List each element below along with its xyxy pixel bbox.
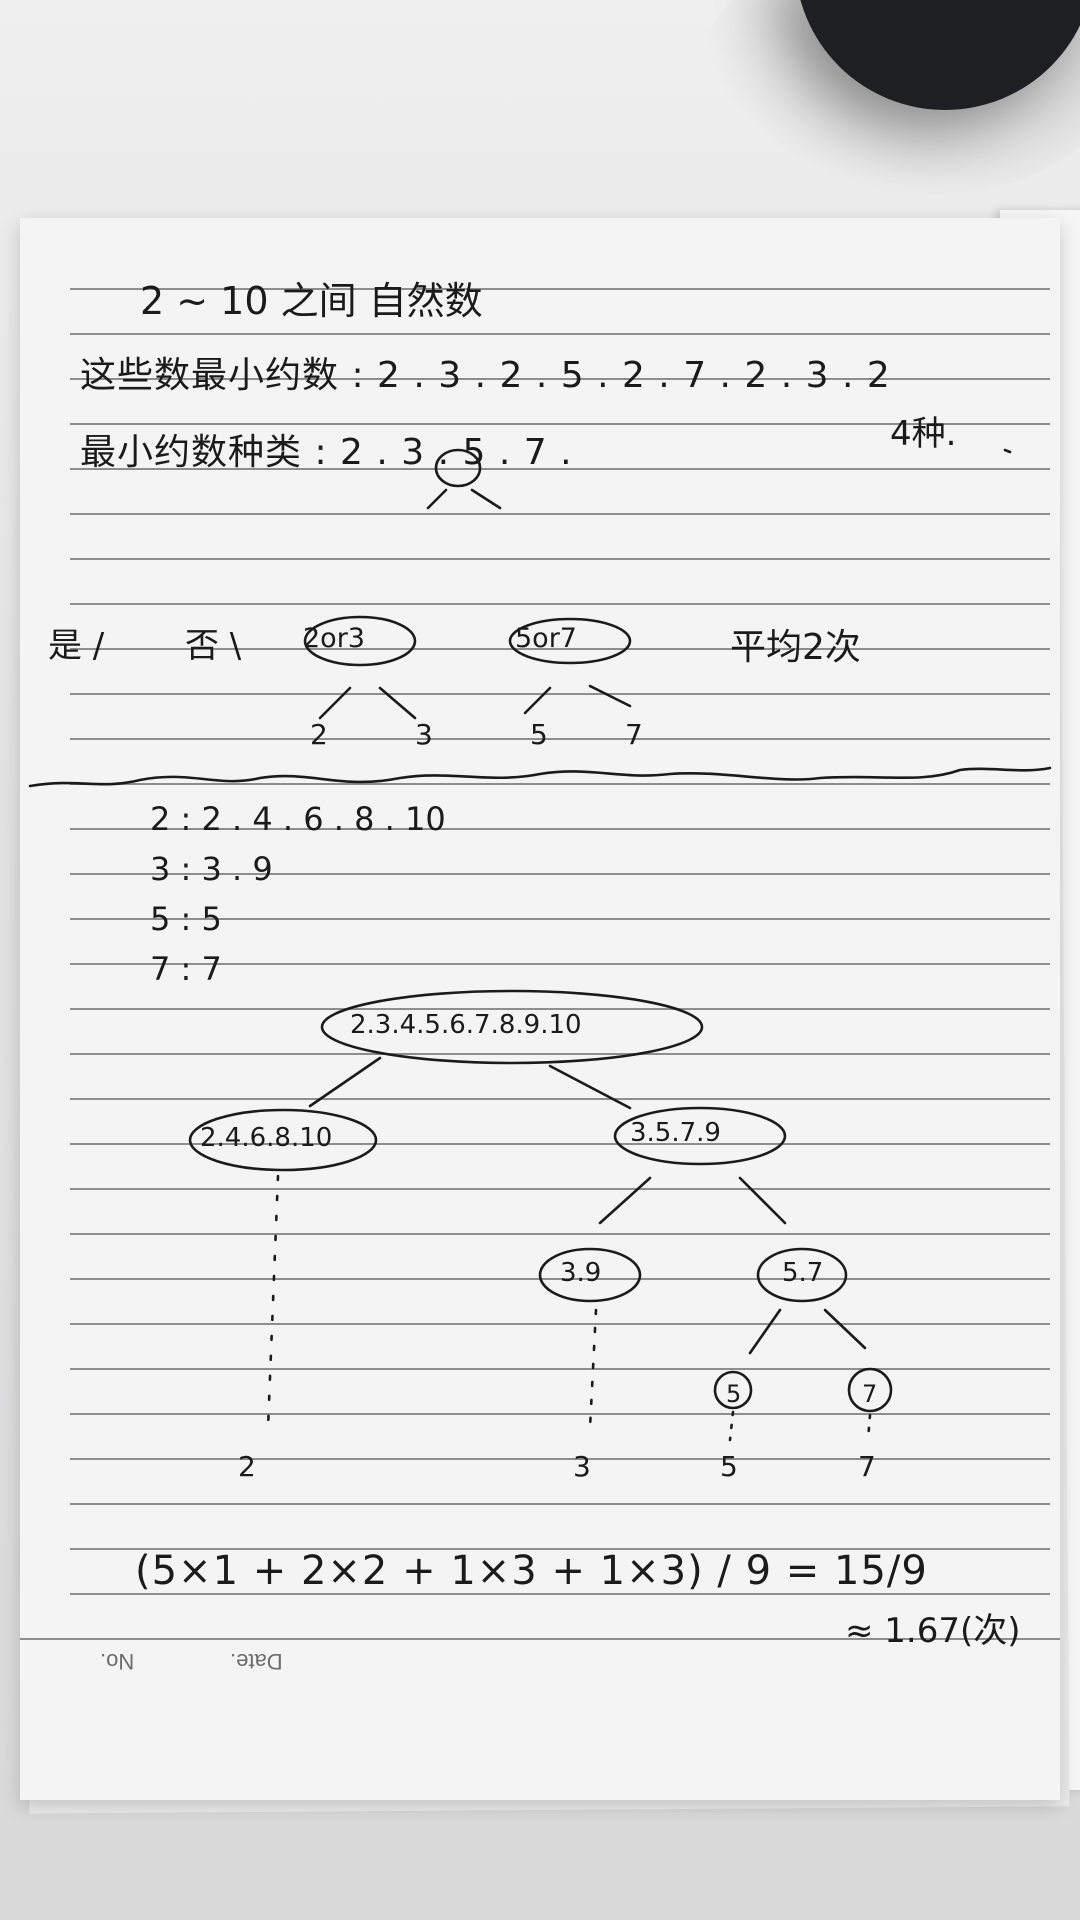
tree2-branch [738, 1176, 787, 1225]
multiples-5: 5 : 5 [150, 900, 222, 938]
ruled-line [70, 1188, 1050, 1190]
tree2-branch [598, 1176, 652, 1225]
tree2-small-circle-7 [847, 1367, 893, 1413]
tree1-branch [470, 488, 502, 510]
tree1-branch [378, 686, 417, 720]
notebook-page: Date. No. 2 ~ 10 之间 自然数 这些数最小约数 : 2 . 3 … [20, 218, 1060, 1800]
ruled-line [70, 648, 1050, 650]
ruled-line [70, 333, 1050, 335]
ruled-line [70, 1368, 1050, 1370]
tree2-right-oval [613, 1106, 787, 1166]
ruled-line [70, 513, 1050, 515]
tree1-right-node: 5or7 [515, 623, 577, 654]
ink-drawing-layer [28, 448, 1052, 1442]
kinds-count: 4种. [890, 414, 957, 454]
torn-edge-line [28, 766, 1052, 788]
ruled-line [70, 918, 1050, 920]
tree2-dotted-line [588, 1308, 598, 1430]
tree2-leaf-7: 7 [858, 1450, 876, 1483]
ruled-line [70, 603, 1050, 605]
tree2-leaf-5: 5 [720, 1450, 738, 1483]
tree2-branch [548, 1064, 632, 1110]
tree1-leaf-7: 7 [625, 718, 643, 751]
tree1-right-oval [508, 617, 632, 665]
tree1-branch [426, 488, 448, 510]
multiples-3: 3 : 3 . 9 [150, 850, 273, 888]
ruled-line [70, 1323, 1050, 1325]
average-formula: (5×1 + 2×2 + 1×3 + 1×3) / 9 = 15/9 [135, 1548, 928, 1594]
ruled-line [70, 1413, 1050, 1415]
average-result: ≈ 1.67(次) [845, 1611, 1021, 1651]
ruled-line [70, 423, 1050, 425]
kinds-count-mark [1003, 448, 1012, 454]
ruled-line [70, 1143, 1050, 1145]
tree2-dotted-line [866, 1413, 872, 1442]
tree1-left-oval [303, 615, 417, 667]
tree2-circle-7: 7 [862, 1380, 878, 1408]
ruled-line [70, 1278, 1050, 1280]
ruled-line [70, 1593, 1050, 1595]
tree2-dotted-line [728, 1410, 735, 1442]
no-label: 否 \ [185, 626, 242, 666]
ruled-line [70, 1458, 1050, 1460]
tree2-left: 2.4.6.8.10 [200, 1123, 333, 1153]
tree1-leaf-3: 3 [415, 718, 433, 751]
ruled-line [70, 558, 1050, 560]
multiples-2: 2 : 2 . 4 . 6 . 8 . 10 [150, 800, 446, 838]
divisor-kinds-line: 最小约数种类 : 2 . 3 . 5 . 7 . [80, 432, 573, 473]
ruled-line [70, 963, 1050, 965]
ruled-line [70, 1053, 1050, 1055]
tree2-leaf-3: 3 [573, 1450, 591, 1483]
tree2-circle-5: 5 [726, 1380, 742, 1408]
tree2-small-circle-5 [713, 1370, 753, 1410]
ruled-line [70, 468, 1050, 470]
footer-rule [20, 1638, 1060, 1640]
tree2-right-left: 3.9 [560, 1258, 602, 1288]
min-divisors-line: 这些数最小约数 : 2 . 3 . 2 . 5 . 2 . 7 . 2 . 3 … [80, 355, 891, 396]
tree2-dotted-line [266, 1174, 280, 1430]
ruled-line [70, 1098, 1050, 1100]
tree2-leaf-2: 2 [238, 1450, 256, 1483]
tree2-branch [748, 1308, 782, 1355]
yes-label: 是 / [48, 626, 105, 666]
ruled-line [70, 1503, 1050, 1505]
tree2-right-left-oval [538, 1247, 642, 1303]
tree1-leaf-2: 2 [310, 718, 328, 751]
tree2-root: 2.3.4.5.6.7.8.9.10 [350, 1010, 582, 1040]
ruled-line [70, 738, 1050, 740]
tree1-branch [588, 684, 632, 708]
ruled-line [70, 1233, 1050, 1235]
notes-title: 2 ~ 10 之间 自然数 [140, 279, 483, 323]
ruled-line [70, 873, 1050, 875]
tree2-root-oval [320, 989, 704, 1065]
tree2-branch [823, 1308, 867, 1350]
tree1-leaf-5: 5 [530, 718, 548, 751]
multiples-7: 7 : 7 [150, 950, 222, 988]
ruled-line [70, 378, 1050, 380]
ruled-line [70, 783, 1050, 785]
tree1-branch [318, 686, 352, 720]
ruled-line [70, 693, 1050, 695]
tree2-right-right-oval [756, 1247, 848, 1303]
ruled-line [70, 288, 1050, 290]
ruled-line [70, 1008, 1050, 1010]
tree2-right-right: 5.7 [782, 1258, 824, 1288]
tree2-branch [308, 1056, 382, 1108]
average-label: 平均2次 [730, 627, 861, 668]
tree1-root-circle [434, 448, 482, 488]
ruled-line [70, 828, 1050, 830]
tree2-left-oval [188, 1108, 378, 1172]
ruled-line [70, 1548, 1050, 1550]
tree1-branch [523, 686, 552, 715]
tree2-right: 3.5.7.9 [630, 1118, 721, 1148]
